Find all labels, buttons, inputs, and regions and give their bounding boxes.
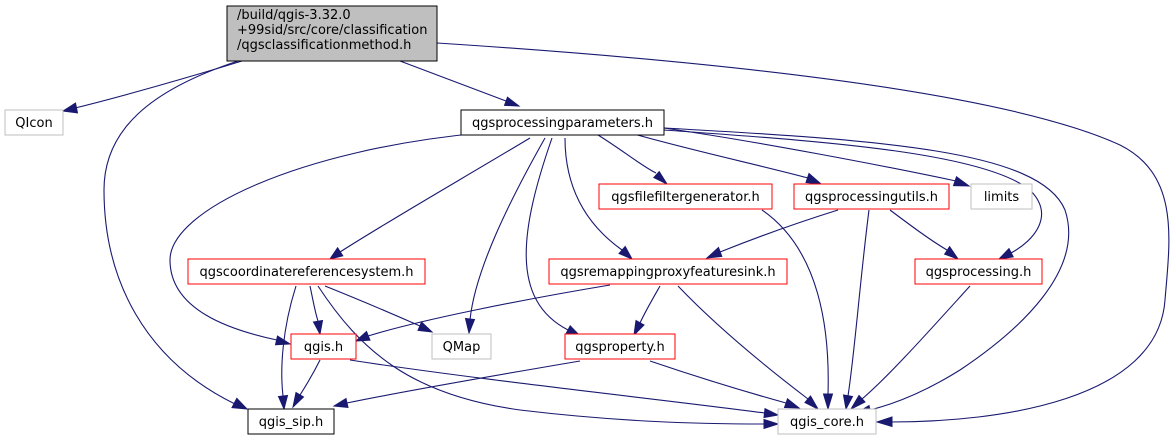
edge-qgscoordinatereferencesystem-to-qgis bbox=[309, 285, 324, 336]
node-qgsprocessing[interactable]: qgsprocessing.h bbox=[914, 258, 1043, 285]
edges bbox=[61, 42, 1170, 430]
node-qicon[interactable]: QIcon bbox=[4, 109, 64, 136]
node-root-file[interactable]: /build/qgis-3.32.0 +99sid/src/core/class… bbox=[226, 5, 438, 62]
edge-qgsprocessingparameters-to-qgsproperty bbox=[525, 137, 582, 337]
qgscoordinatereferencesystem-label: qgscoordinatereferencesystem.h bbox=[199, 265, 413, 280]
node-qgsprocessingutils[interactable]: qgsprocessingutils.h bbox=[793, 183, 950, 210]
edge-qgsremappingproxyfeaturesink-to-qgis bbox=[354, 284, 611, 342]
edge-root-to-qgis_core bbox=[436, 42, 1170, 428]
edge-qgsproperty-to-qgis_sip bbox=[332, 360, 581, 408]
qmap-label: QMap bbox=[443, 340, 481, 355]
qgsfilefiltergenerator-label: qgsfilefiltergenerator.h bbox=[611, 190, 759, 205]
nodes: /build/qgis-3.32.0 +99sid/src/core/class… bbox=[4, 5, 1043, 435]
edge-qgscoordinatereferencesystem-to-qgis_core bbox=[317, 285, 780, 430]
qgis_sip-label: qgis_sip.h bbox=[259, 415, 323, 430]
node-limits[interactable]: limits bbox=[970, 183, 1033, 210]
edge-qgsprocessingparameters-to-qgscoordinatereferencesystem bbox=[328, 137, 531, 260]
edge-qgsprocessingparameters-to-qgsfilefiltergenerator bbox=[589, 129, 669, 186]
qgsproperty-label: qgsproperty.h bbox=[575, 340, 664, 355]
qgsremappingproxyfeaturesink-label: qgsremappingproxyfeaturesink.h bbox=[560, 265, 775, 280]
edge-qgsprocessingutils-to-qgis_core bbox=[842, 209, 870, 411]
qgis-label: qgis.h bbox=[304, 340, 343, 355]
node-qgsproperty[interactable]: qgsproperty.h bbox=[564, 333, 676, 360]
edge-qgsprocessing-to-qgis_core bbox=[849, 285, 971, 411]
edge-qgis-to-qgis_sip bbox=[292, 359, 321, 409]
root-label-line-3: /qgsclassificationmethod.h bbox=[237, 38, 411, 53]
root-label-line-1: /build/qgis-3.32.0 bbox=[237, 8, 351, 23]
qgis_core-label: qgis_core.h bbox=[790, 415, 864, 430]
node-qgsprocessingparameters[interactable]: qgsprocessingparameters.h bbox=[460, 109, 665, 136]
edge-qgsprocessingparameters-to-qgsprocessing bbox=[663, 129, 1043, 260]
node-qgsremappingproxyfeaturesink[interactable]: qgsremappingproxyfeaturesink.h bbox=[548, 258, 788, 285]
edge-qgsprocessingparameters-to-qgis bbox=[169, 132, 481, 346]
edge-qgsfilefiltergenerator-to-qgis_core bbox=[761, 209, 834, 411]
node-qgsfilefiltergenerator[interactable]: qgsfilefiltergenerator.h bbox=[598, 183, 773, 210]
edge-qgsprocessingparameters-to-qmap bbox=[464, 137, 546, 335]
node-qgis_core[interactable]: qgis_core.h bbox=[777, 408, 877, 435]
edge-qgsprocessingutils-to-qgsprocessing bbox=[889, 209, 960, 260]
edge-qgis-to-qgis_core bbox=[349, 359, 780, 419]
edge-qgsprocessingparameters-to-qgsremappingproxyfeaturesink bbox=[564, 137, 634, 261]
edge-qgsremappingproxyfeaturesink-to-qgis_core bbox=[677, 285, 820, 411]
edge-qgsremappingproxyfeaturesink-to-qgsproperty bbox=[633, 285, 661, 337]
qgsprocessing-label: qgsprocessing.h bbox=[926, 265, 1032, 280]
edge-qgsprocessingparameters-to-qgsprocessingutils bbox=[619, 129, 823, 185]
qgsprocessingutils-label: qgsprocessingutils.h bbox=[805, 190, 938, 205]
edge-qgscoordinatereferencesystem-to-qmap bbox=[324, 285, 434, 333]
edge-qgsproperty-to-qgis_core bbox=[649, 360, 801, 409]
qgsprocessingparameters-label: qgsprocessingparameters.h bbox=[472, 116, 653, 131]
edge-qgsprocessingparameters-to-limits bbox=[663, 127, 971, 187]
qicon-label: QIcon bbox=[15, 116, 52, 131]
node-qgis_sip[interactable]: qgis_sip.h bbox=[247, 408, 335, 435]
node-qgis[interactable]: qgis.h bbox=[290, 333, 357, 360]
edge-root-to-qgsprocessingparameters bbox=[399, 60, 521, 107]
edge-qgsprocessingutils-to-qgsremappingproxyfeaturesink bbox=[705, 209, 839, 259]
node-qmap[interactable]: QMap bbox=[431, 333, 492, 360]
edge-qgscoordinatereferencesystem-to-qgis_sip bbox=[277, 285, 297, 411]
edge-root-to-qgis_sip bbox=[103, 60, 249, 410]
limits-label: limits bbox=[984, 190, 1020, 205]
root-label-line-2: +99sid/src/core/classification bbox=[237, 23, 427, 38]
node-qgscoordinatereferencesystem[interactable]: qgscoordinatereferencesystem.h bbox=[187, 258, 426, 285]
